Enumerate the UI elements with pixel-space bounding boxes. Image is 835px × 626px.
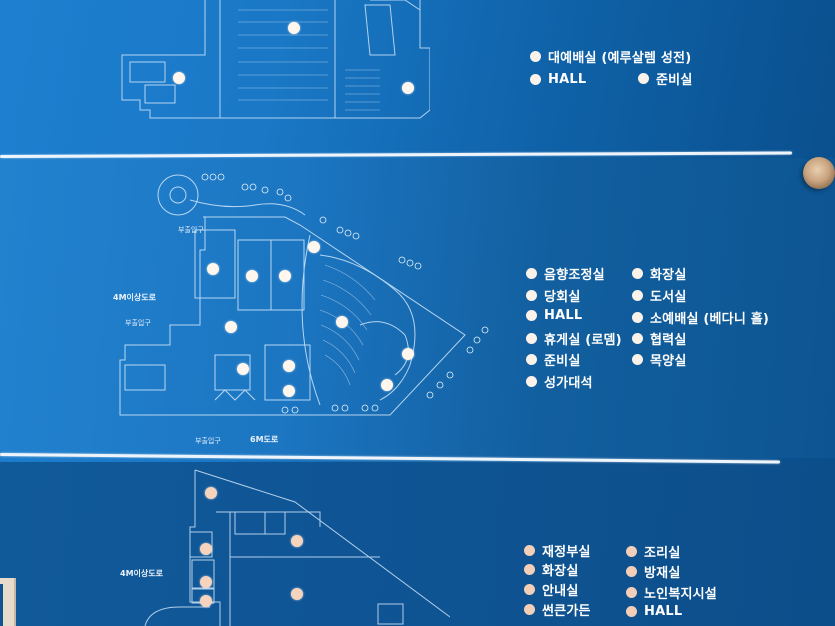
- legend-item: 도서실: [632, 286, 686, 305]
- bullet-icon: [626, 606, 637, 617]
- bullet-icon: [526, 333, 537, 344]
- legend-item: 협력실: [632, 329, 686, 348]
- legend-item: 재정부실: [524, 541, 591, 560]
- legend-item: 방재실: [626, 562, 680, 581]
- marker-1-finance-office: [205, 487, 217, 499]
- bullet-icon: [526, 354, 537, 365]
- legend-item: HALL: [626, 604, 682, 619]
- marker-6-hall: [291, 588, 303, 600]
- bullet-icon: [526, 290, 537, 301]
- marker-4-library: [279, 270, 291, 282]
- legend-item: 노인복지시설: [626, 583, 717, 602]
- mounting-screw-icon: [803, 157, 835, 189]
- bottom-floor-panel: [0, 462, 835, 626]
- bullet-icon: [526, 268, 537, 279]
- bullet-icon: [526, 310, 537, 321]
- marker-5-sunken-garden: [200, 595, 212, 607]
- marker-8-cooperation-room: [283, 360, 295, 372]
- legend-item: 안내실: [524, 580, 578, 599]
- marker-7-lounge: [237, 363, 249, 375]
- label-entrance-bottom: 부출입구: [195, 437, 221, 445]
- top-floor-plan: [120, 0, 430, 125]
- bullet-icon: [626, 587, 637, 598]
- bullet-icon: [524, 545, 535, 556]
- bullet-icon: [524, 564, 535, 575]
- bullet-icon: [524, 604, 535, 615]
- bullet-icon: [638, 73, 649, 84]
- legend-item: 소예배실 (베다니 홀): [632, 308, 769, 327]
- marker-11-choir-seats: [381, 379, 393, 391]
- legend-item: 성가대석: [526, 372, 593, 391]
- bullet-icon: [632, 333, 643, 344]
- marker-1-sound-control: [207, 263, 219, 275]
- legend-item: 화장실: [632, 264, 686, 283]
- legend-item: 준비실: [638, 69, 692, 88]
- bullet-icon: [530, 51, 541, 62]
- bullet-icon: [632, 290, 643, 301]
- marker-2-hall: [173, 72, 185, 84]
- middle-floor-panel: [0, 158, 835, 458]
- legend-item: 휴게실 (로뎀): [526, 329, 622, 348]
- legend-item: 당회실: [526, 286, 580, 305]
- bullet-icon: [632, 312, 643, 323]
- bullet-icon: [632, 268, 643, 279]
- label-front-road: 6M도로: [250, 435, 279, 444]
- legend-item: 썬큰가든: [524, 600, 591, 619]
- bullet-icon: [632, 354, 643, 365]
- bottom-floor-plan: [120, 467, 450, 626]
- middle-floor-plan: [105, 165, 495, 430]
- bottom-floor-blueprint-icon: [144, 469, 450, 626]
- legend-item: 조리실: [626, 542, 680, 561]
- top-floor-blueprint-icon: [121, 0, 430, 119]
- marker-6-small-chapel: [336, 316, 348, 328]
- label-entrance-left: 부출입구: [125, 319, 151, 327]
- middle-floor-blueprint-icon: [119, 173, 489, 416]
- label-side-road-bottom: 4M이상도로: [120, 569, 163, 578]
- legend-item: HALL: [530, 72, 586, 87]
- label-entrance-top: 부출입구: [178, 226, 204, 234]
- legend-item: 준비실: [526, 350, 580, 369]
- legend-item: 목양실: [632, 350, 686, 369]
- bullet-icon: [530, 74, 541, 85]
- marker-2-restroom: [308, 241, 320, 253]
- bullet-icon: [526, 376, 537, 387]
- marker-1-main-sanctuary: [288, 22, 300, 34]
- marker-10-pastor-office: [402, 348, 414, 360]
- marker-3-prep-room: [402, 82, 414, 94]
- marker-5-hall: [225, 321, 237, 333]
- marker-2-kitchen: [291, 535, 303, 547]
- bullet-icon: [626, 546, 637, 557]
- label-side-road: 4M이상도로: [113, 293, 156, 302]
- sign-frame-edge: [0, 578, 16, 626]
- legend-item: 대예배실 (예루살렘 성전): [530, 47, 691, 66]
- bullet-icon: [524, 584, 535, 595]
- legend-item: 음향조정실: [526, 264, 605, 283]
- marker-4-info-desk: [200, 576, 212, 588]
- legend-item: 화장실: [524, 560, 578, 579]
- legend-item: HALL: [526, 308, 582, 323]
- marker-3-restroom: [200, 543, 212, 555]
- marker-3-session-room: [246, 270, 258, 282]
- marker-9-prep-room: [283, 385, 295, 397]
- bullet-icon: [626, 566, 637, 577]
